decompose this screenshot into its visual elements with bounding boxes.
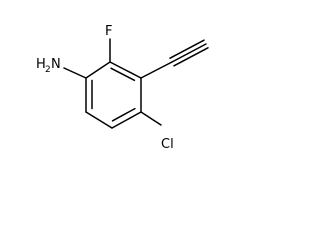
nitrogen-label: N (51, 57, 61, 72)
c-n-bond (63, 67, 87, 79)
amine-label: H 2 N (36, 57, 61, 75)
ring-bond (85, 61, 111, 79)
ring-double-bond-inner (111, 107, 136, 122)
fluorine-label: F (105, 24, 112, 39)
hydrogen-count-label: 2 (45, 65, 51, 75)
triple-bond-line (173, 47, 209, 67)
chlorine-label: Cl (161, 137, 174, 152)
substituent-bonds (63, 38, 173, 126)
triple-bond-line (171, 43, 207, 63)
triple-bond (169, 39, 209, 67)
ring-bond (109, 61, 142, 79)
hydrogen-label: H (36, 57, 46, 72)
ring-bond (85, 111, 113, 129)
ring-bond (111, 111, 142, 129)
c-cl-bond (140, 111, 162, 126)
c-c-bond (140, 61, 173, 79)
benzene-ring (85, 61, 142, 129)
chemical-structure: H 2 N F Cl (36, 24, 209, 152)
ring-double-bond-inner (110, 67, 136, 82)
triple-bond-line (169, 39, 205, 59)
